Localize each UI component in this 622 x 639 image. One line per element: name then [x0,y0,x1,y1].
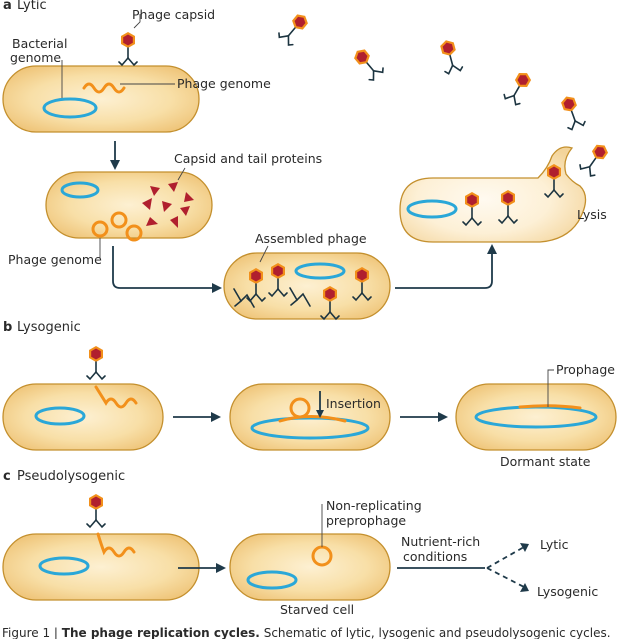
caption-figure-number: Figure 1 | [2,626,58,639]
phage-on-cell-icon [118,31,138,66]
injected-phage-dna [94,385,138,409]
free-phage-icon [276,9,313,48]
svg-text:a: a [3,0,12,13]
phage-on-cell-icon [86,345,106,380]
phage-genome-circle [289,397,311,419]
label-insertion: Insertion [326,396,381,411]
label-outcome-lytic: Lytic [540,537,569,552]
label-bacterial-genome-1: Bacterial [12,36,67,51]
free-phage-icon [557,92,587,132]
bacterial-genome-ring [60,181,100,199]
bacterial-genome-ring [246,570,298,590]
section-lysogenic-heading: b Lysogenic [3,320,81,335]
pseudolysogenic-cell-2 [229,533,391,601]
label-bacterial-genome-2: genome [10,50,61,65]
free-phage-icon [577,139,613,179]
pseudolysogenic-cell-1 [2,533,200,601]
svg-text:Lytic: Lytic [17,0,47,13]
phage-genome-circle [91,220,109,238]
bacterial-genome-ring [34,406,86,426]
section-lytic-heading: a Lytic [3,0,47,13]
bacterial-genome-ring [42,97,98,119]
label-starved-cell: Starved cell [280,602,354,617]
figure-caption: Figure 1 | The phage replication cycles.… [2,626,611,639]
bacterial-genome-ring [294,262,346,280]
section-pseudolysogenic-heading: c Pseudolysogenic [3,469,125,484]
svg-text:Pseudolysogenic: Pseudolysogenic [17,469,125,484]
caption-text: Schematic of lytic, lysogenic and pseudo… [264,626,611,639]
phage-genome-circle [125,224,143,242]
injected-phage-dna [96,532,136,558]
bacterial-genome-ring [406,199,458,219]
free-phage-icon [501,67,536,107]
lysing-cell [399,146,587,243]
bacterial-genome-ring [38,556,90,576]
capsid-and-tail-proteins [142,182,194,228]
phage-genome-circle [110,211,128,229]
label-nutrient-rich-2: conditions [403,549,467,564]
label-capsid-tail-proteins: Capsid and tail proteins [174,151,322,166]
free-phage-icon [436,37,464,76]
prophage-segment [518,404,582,410]
caption-title: The phage replication cycles. [62,626,260,639]
svg-text:b: b [3,320,12,335]
label-dormant-state: Dormant state [500,454,591,469]
label-prophage: Prophage [556,362,615,377]
svg-text:c: c [3,469,11,484]
label-phage-capsid: Phage capsid [132,7,215,22]
label-non-replicating-2: preprophage [326,513,406,528]
label-non-replicating-1: Non-replicating [326,498,422,513]
lytic-cell-1 [2,65,200,133]
label-phage-genome-top: Phage genome [177,76,271,91]
label-assembled-phage: Assembled phage [255,231,367,246]
label-phage-genome-left: Phage genome [8,252,102,267]
injected-phage-dna [82,82,126,94]
svg-text:Lysogenic: Lysogenic [17,320,81,335]
free-phage-icon [349,44,386,83]
lysogenic-cell-3 [455,383,617,451]
label-lysis: Lysis [577,207,607,222]
lytic-cell-3 [223,252,391,320]
label-outcome-lysogenic: Lysogenic [537,584,598,599]
phage-on-cell-icon [86,493,106,528]
label-nutrient-rich-1: Nutrient-rich [401,534,480,549]
